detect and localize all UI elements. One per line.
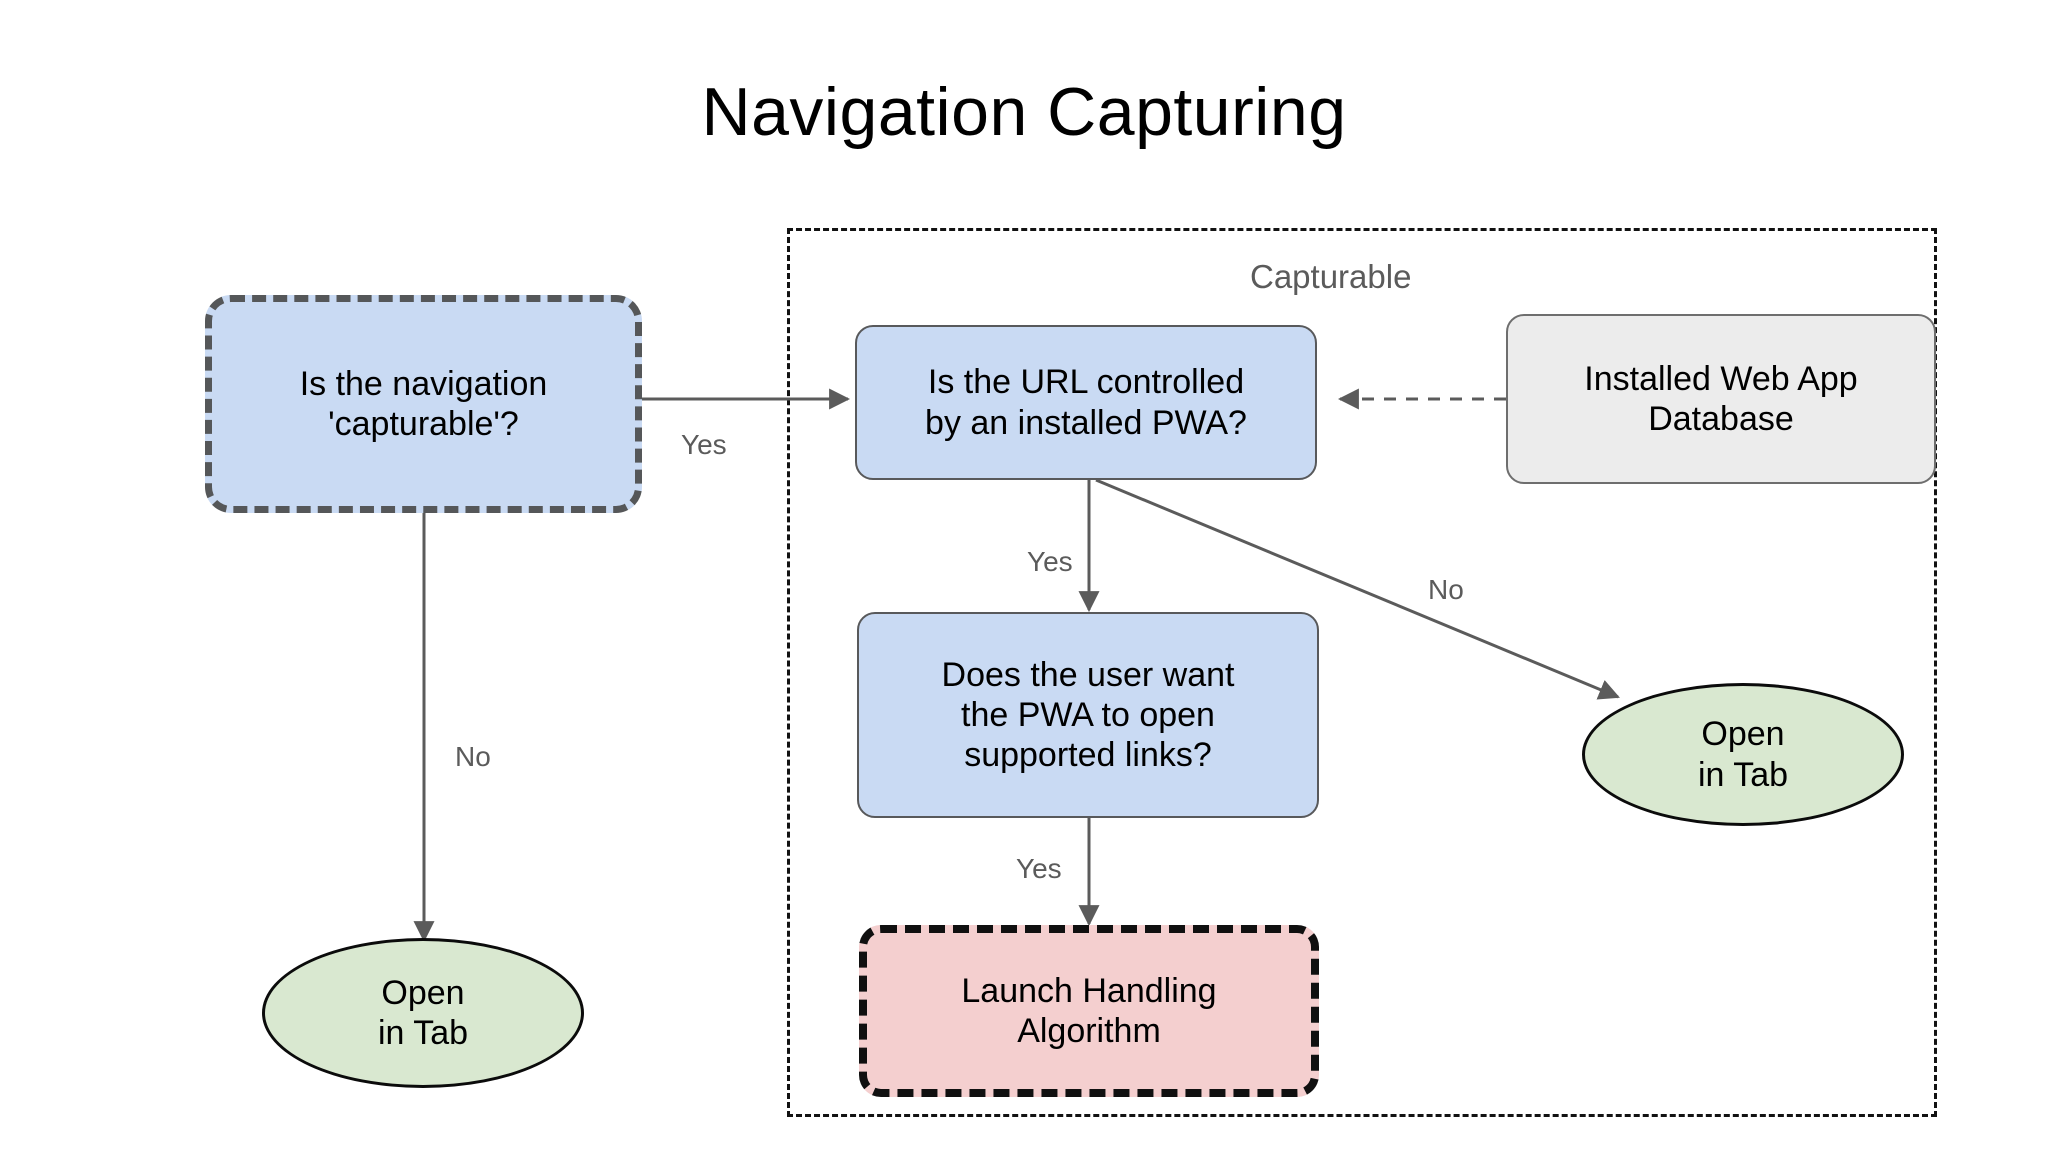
page-title: Navigation Capturing xyxy=(701,74,1347,150)
edge-label-url-no: No xyxy=(1428,574,1464,605)
edge-label-capturable-yes: Yes xyxy=(681,429,727,460)
edge-label-url-yes: Yes xyxy=(1027,546,1073,577)
node-is-capturable[interactable]: Is the navigation 'capturable'? xyxy=(205,295,642,513)
edge-label-user-yes: Yes xyxy=(1016,853,1062,884)
node-open-in-tab-left[interactable]: Open in Tab xyxy=(262,938,584,1088)
node-user-wants-pwa[interactable]: Does the user want the PWA to open suppo… xyxy=(857,612,1319,818)
node-installed-web-app-database-label: Installed Web App Database xyxy=(1584,359,1858,438)
node-open-in-tab-right[interactable]: Open in Tab xyxy=(1582,683,1904,826)
node-is-url-controlled-label: Is the URL controlled by an installed PW… xyxy=(925,363,1247,442)
node-is-capturable-label: Is the navigation 'capturable'? xyxy=(299,364,548,443)
capturable-group-container xyxy=(787,228,1937,1117)
edge-label-capturable-no: No xyxy=(455,741,491,772)
node-installed-web-app-database[interactable]: Installed Web App Database xyxy=(1506,314,1936,484)
node-launch-handling-algorithm[interactable]: Launch Handling Algorithm xyxy=(859,925,1319,1097)
node-launch-handling-algorithm-label: Launch Handling Algorithm xyxy=(961,971,1217,1050)
node-is-url-controlled[interactable]: Is the URL controlled by an installed PW… xyxy=(855,325,1317,480)
node-open-in-tab-left-label: Open in Tab xyxy=(377,973,469,1052)
node-user-wants-pwa-label: Does the user want the PWA to open suppo… xyxy=(941,655,1235,775)
capturable-group-label: Capturable xyxy=(1250,258,1412,295)
node-open-in-tab-right-label: Open in Tab xyxy=(1697,715,1789,794)
